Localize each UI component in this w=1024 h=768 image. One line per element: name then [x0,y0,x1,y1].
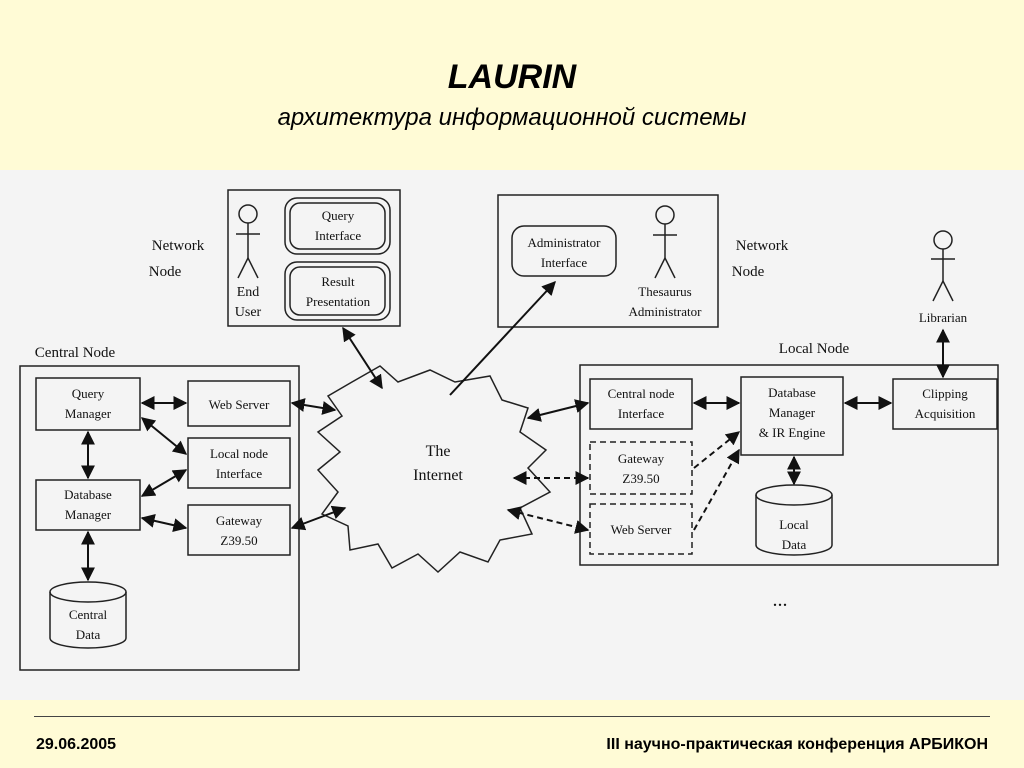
central-data-db [49,581,127,649]
page-title: LAURIN [447,58,577,96]
query-manager-label-1: Query [72,386,105,401]
administrator-interface-label-1: Administrator [528,235,602,250]
central-node-interface-box [589,378,693,430]
gateway-central-box [187,504,291,556]
librarian-figure [931,230,955,302]
thesaurus-admin-figure [653,205,677,279]
local-node-label: Local Node [779,341,850,357]
db-manager-ir-label-1: Database [768,385,816,400]
network-node-right-label-1: Network [736,238,789,254]
db-manager-ir-label-2: Manager [769,405,816,420]
ellipsis-label: ... [773,589,788,611]
gateway-local-box [589,441,693,495]
thesaurus-admin-label-2: Administrator [629,304,703,319]
network-node-left-label-2: Node [149,264,182,280]
footer-conference: III научно-практическая конференция АРБИ… [606,736,988,753]
internet-cloud [316,365,552,574]
result-presentation-label-2: Presentation [306,294,371,309]
gateway-central-label-2: Z39.50 [220,533,257,548]
diagram-canvas: Network Node Network Node End User Query… [19,189,999,671]
administrator-interface-box [511,225,617,277]
db-manager-ir-label-3: & IR Engine [759,425,826,440]
web-server-central-box [187,380,291,427]
database-manager-box [35,479,141,531]
central-node-interface-label-2: Interface [618,406,664,421]
query-interface-label-1: Query [322,208,355,223]
central-data-label-2: Data [76,627,101,642]
internet-label-2: Internet [413,467,463,484]
database-manager-label-2: Manager [65,507,112,522]
page-subtitle: архитектура информационной системы [277,104,747,131]
clipping-acquisition-label-2: Acquisition [915,406,976,421]
internet-label-1: The [426,443,451,460]
web-server-central-label: Web Server [209,397,270,412]
central-node-interface-label-1: Central node [608,386,675,401]
librarian-label: Librarian [919,310,968,325]
local-node-box [579,364,999,566]
footer-date: 29.06.2005 [36,736,117,753]
network-node-left-label-1: Network [152,238,205,254]
result-presentation-box [284,261,391,321]
central-node-label: Central Node [35,345,116,361]
gateway-central-label-1: Gateway [216,513,263,528]
web-server-local-box [589,503,693,555]
query-interface-box [284,197,391,255]
administrator-interface-label-2: Interface [541,255,587,270]
network-node-left-box [227,189,401,327]
clipping-acquisition-label-1: Clipping [922,386,968,401]
end-user-label-1: End [237,285,260,300]
local-data-label-1: Local [779,517,809,532]
central-data-label-1: Central [69,607,108,622]
gateway-local-label-1: Gateway [618,451,665,466]
query-manager-box [35,377,141,431]
web-server-local-label: Web Server [611,522,672,537]
query-manager-label-2: Manager [65,406,112,421]
local-data-label-2: Data [782,537,807,552]
thesaurus-admin-label-1: Thesaurus [638,284,691,299]
architecture-diagram: Network Node Network Node End User Query… [0,170,1024,700]
end-user-figure [236,204,260,279]
clipping-acquisition-box [892,378,998,430]
network-node-right-box [497,194,719,328]
local-node-interface-box [187,437,291,489]
local-node-interface-label-2: Interface [216,466,262,481]
result-presentation-label-1: Result [321,274,355,289]
query-interface-label-2: Interface [315,228,361,243]
connectors [81,280,950,582]
end-user-label-2: User [235,305,262,320]
db-manager-ir-box [740,376,844,456]
network-node-right-label-2: Node [732,264,765,280]
database-manager-label-1: Database [64,487,112,502]
gateway-local-label-2: Z39.50 [622,471,659,486]
local-node-interface-label-1: Local node [210,446,268,461]
footer-divider [34,716,990,717]
